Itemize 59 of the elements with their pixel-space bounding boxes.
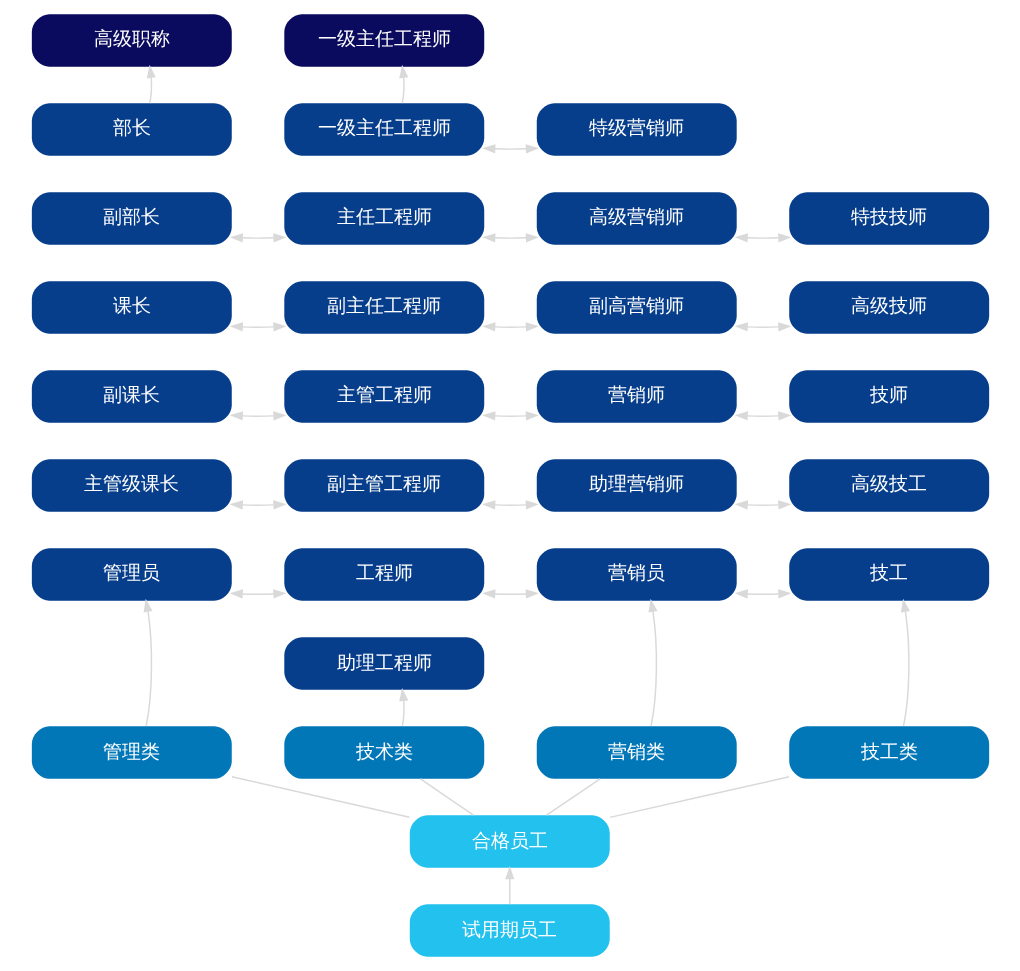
node-box: 营销员 [536,548,737,601]
arrow [229,411,286,421]
node-box: 技工类 [788,726,989,779]
node-box: 合格员工 [409,815,610,868]
node-box: 技工 [788,548,989,601]
arrow [229,322,286,332]
arrow [481,411,539,421]
arrow [398,687,408,727]
node-box: 主管工程师 [283,370,484,423]
node-box: 高级技工 [788,459,989,512]
node-box: 副高营销师 [536,281,737,334]
arrow [734,322,791,332]
node-box: 营销师 [536,370,737,423]
connector [545,778,601,816]
node-box: 课长 [31,281,232,334]
connector [230,776,410,818]
node-box: 副主管工程师 [283,459,484,512]
arrow [229,500,286,510]
node-box: 营销类 [536,726,737,779]
arrow [481,233,539,243]
arrow [143,598,153,727]
arrow [229,589,286,599]
arrow [734,411,791,421]
connector [419,778,474,816]
arrow [398,64,408,104]
arrow [481,322,539,332]
node-box: 管理员 [31,548,232,601]
arrow [481,589,539,599]
node-box: 副课长 [31,370,232,423]
node-box: 主管级课长 [31,459,232,512]
node-box: 一级主任工程师 [283,103,484,156]
arrow [734,589,791,599]
node-box: 特技技师 [788,192,989,245]
node-box: 技术类 [283,726,484,779]
arrow [647,598,658,727]
node-box: 副部长 [31,192,232,245]
arrow [734,500,791,510]
node-box: 试用期员工 [409,904,610,957]
node-box: 主任工程师 [283,192,484,245]
node-box: 一级主任工程师 [283,14,484,67]
node-box: 部长 [31,103,232,156]
node-box: 管理类 [31,726,232,779]
arrow [481,144,539,154]
arrow [229,233,286,243]
node-box: 高级职称 [31,14,232,67]
node-box: 副主任工程师 [283,281,484,334]
arrow [146,64,156,104]
node-box: 助理营销师 [536,459,737,512]
arrow [734,233,791,243]
node-box: 助理工程师 [283,637,484,690]
node-box: 高级营销师 [536,192,737,245]
node-box: 高级技师 [788,281,989,334]
node-box: 工程师 [283,548,484,601]
node-box: 特级营销师 [536,103,737,156]
connector [608,776,790,819]
arrow [481,500,539,510]
node-box: 技师 [788,370,989,423]
arrow [900,598,910,727]
arrow [504,865,514,905]
